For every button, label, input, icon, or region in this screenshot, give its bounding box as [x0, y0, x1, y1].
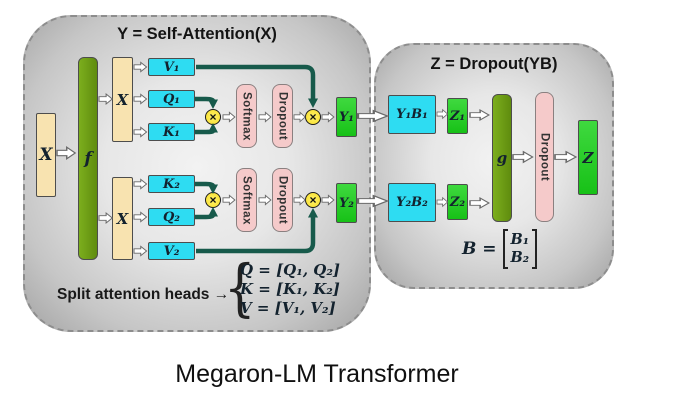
- x-copy-top-label: X: [116, 90, 129, 109]
- input-x-label: X: [39, 145, 53, 165]
- k2-label: K₂: [163, 176, 180, 192]
- dropout-right-box: Dropout: [535, 92, 554, 222]
- dropout1-box: Dropout: [272, 84, 293, 148]
- y2b2-label: Y₂B₂: [396, 195, 428, 210]
- f-function-box: f: [78, 57, 98, 260]
- self-attention-title: Y = Self-Attention(X): [117, 25, 277, 43]
- x-copy-bottom-box: X: [112, 177, 133, 260]
- q1-box: Q₁: [148, 90, 195, 108]
- q-equation: Q = [Q₁, Q₂]: [240, 261, 340, 279]
- v-equation: V = [V₁, V₂]: [240, 299, 336, 317]
- split-attention-label: Split attention heads →: [57, 286, 230, 303]
- v2-box: V₂: [148, 242, 195, 260]
- b2-entry: B₂: [510, 249, 530, 266]
- softmax1-box: Softmax: [236, 84, 257, 148]
- y1-box: Y₁: [336, 97, 357, 137]
- k-equation: K = [K₁, K₂]: [240, 280, 340, 298]
- curly-brace: {: [223, 251, 256, 324]
- split-attention-equations: Q = [Q₁, Q₂] K = [K₁, K₂] V = [V₁, V₂]: [240, 261, 340, 318]
- dropout-title: Z = Dropout(YB): [430, 55, 558, 73]
- softmax2-box: Softmax: [236, 168, 257, 232]
- multiply-icon: ×: [305, 192, 321, 208]
- b-matrix-rows: B₁ B₂: [508, 231, 533, 267]
- dropout1-label: Dropout: [276, 91, 289, 141]
- f-label: f: [84, 148, 92, 169]
- dropout2-box: Dropout: [272, 168, 293, 232]
- z2-box: Z₂: [447, 184, 468, 220]
- y1-label: Y₁: [339, 109, 354, 125]
- y1b1-box: Y₁B₁: [388, 95, 436, 134]
- v1-label: V₁: [163, 59, 180, 75]
- diagram-caption: Megaron-LM Transformer: [175, 360, 459, 388]
- z1-box: Z₁: [447, 98, 468, 134]
- b-formula-lhs: B =: [462, 239, 497, 259]
- dropout2-label: Dropout: [276, 175, 289, 225]
- right-bracket: [532, 229, 538, 269]
- softmax2-label: Softmax: [240, 175, 253, 225]
- b1-entry: B₁: [510, 231, 530, 248]
- z-output-box: Z: [578, 120, 598, 195]
- g-function-box: g: [492, 94, 512, 222]
- k2-box: K₂: [148, 175, 195, 193]
- v2-label: V₂: [163, 243, 180, 259]
- v1-box: V₁: [148, 58, 195, 76]
- b-matrix-formula: B = B₁ B₂: [462, 229, 538, 269]
- input-x-box: X: [36, 113, 56, 197]
- q2-box: Q₂: [148, 208, 195, 226]
- multiply-icon: ×: [205, 192, 221, 208]
- y2-label: Y₂: [339, 195, 354, 211]
- q2-label: Q₂: [162, 209, 181, 225]
- softmax1-label: Softmax: [240, 91, 253, 141]
- y2b2-box: Y₂B₂: [388, 183, 436, 222]
- multiply-icon: ×: [205, 109, 221, 125]
- y1b1-label: Y₁B₁: [396, 107, 428, 122]
- g-label: g: [496, 149, 508, 167]
- z2-label: Z₂: [449, 194, 466, 210]
- q1-label: Q₁: [162, 91, 181, 107]
- k1-label: K₁: [163, 124, 180, 140]
- x-copy-top-box: X: [112, 57, 133, 142]
- y2-box: Y₂: [336, 183, 357, 223]
- z1-label: Z₁: [449, 108, 466, 124]
- dropout-right-label: Dropout: [538, 132, 551, 182]
- z-output-label: Z: [582, 148, 594, 167]
- left-bracket: [502, 229, 508, 269]
- multiply-icon: ×: [305, 109, 321, 125]
- x-copy-bottom-label: X: [116, 209, 129, 228]
- k1-box: K₁: [148, 123, 195, 141]
